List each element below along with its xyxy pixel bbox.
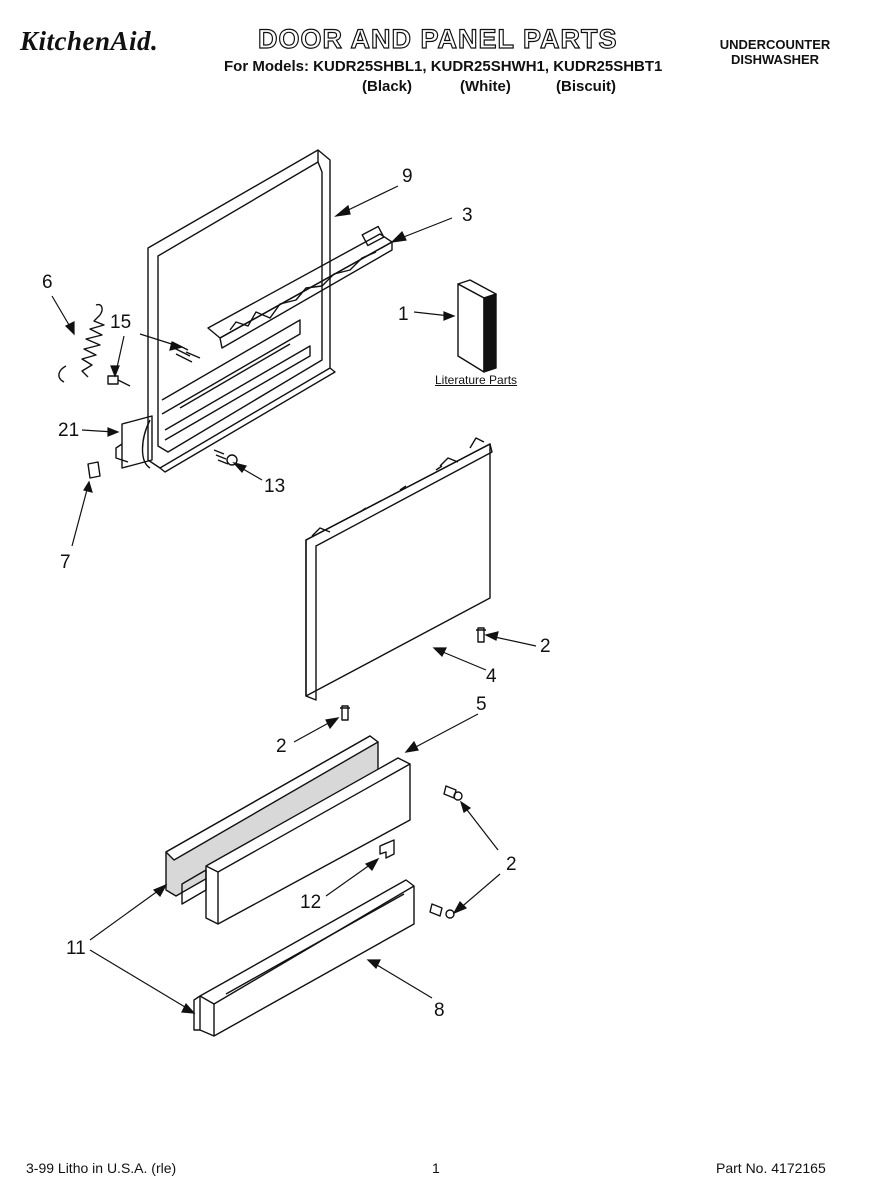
- callout-5: 5: [476, 694, 487, 715]
- screw-2-lower: [340, 706, 350, 720]
- screw-2-right: [444, 786, 462, 800]
- toe-panel: [194, 880, 414, 1036]
- callout-6: 6: [42, 272, 53, 293]
- product-type-line1: UNDERCOUNTER: [719, 37, 831, 52]
- screw-15: [108, 376, 130, 386]
- callout-7: 7: [60, 552, 71, 573]
- page-title: DOOR AND PANEL PARTS: [257, 23, 618, 54]
- product-type-line2: DISHWASHER: [730, 52, 820, 67]
- callout-2-right: 2: [506, 854, 517, 875]
- footer-litho: 3-99 Litho in U.S.A. (rle): [26, 1160, 177, 1176]
- callout-12: 12: [300, 892, 322, 913]
- clip: [88, 462, 100, 478]
- callout-15: 15: [110, 312, 132, 333]
- hinge: [116, 416, 152, 468]
- door-spring: [59, 305, 104, 382]
- product-type: UNDERCOUNTER DISHWASHER: [705, 37, 845, 67]
- models-line: For Models: KUDR25SHBL1, KUDR25SHWH1, KU…: [224, 58, 663, 75]
- callout-4: 4: [486, 666, 497, 687]
- screw-2-upper: [476, 628, 486, 642]
- outer-door-panel: [306, 438, 492, 700]
- screw-13: [214, 450, 237, 465]
- leader-arrows: [52, 186, 536, 1013]
- callout-13: 13: [264, 476, 286, 497]
- variant-black: (Black): [362, 78, 413, 95]
- callout-3: 3: [462, 205, 473, 226]
- panel-clip: [380, 840, 394, 858]
- brand-logo: KitchenAid.: [20, 26, 159, 56]
- page-number: 1: [432, 1160, 440, 1176]
- stud: [172, 342, 200, 362]
- inner-door-frame: [143, 150, 336, 472]
- callout-11: 11: [66, 938, 86, 959]
- variant-biscuit: (Biscuit): [556, 78, 616, 95]
- callout-1: 1: [398, 304, 409, 325]
- lower-panel: [182, 758, 410, 924]
- callout-2-lower: 2: [276, 736, 287, 757]
- variant-white: (White): [460, 78, 511, 95]
- literature-parts-label: Literature Parts: [435, 373, 518, 387]
- callout-9: 9: [402, 166, 413, 187]
- callout-2-upper: 2: [540, 636, 551, 657]
- literature-booklet: [458, 280, 496, 372]
- part-number: Part No. 4172165: [716, 1160, 826, 1176]
- callout-8: 8: [434, 1000, 445, 1021]
- callout-21: 21: [58, 420, 80, 441]
- screw-2-toe: [430, 904, 454, 918]
